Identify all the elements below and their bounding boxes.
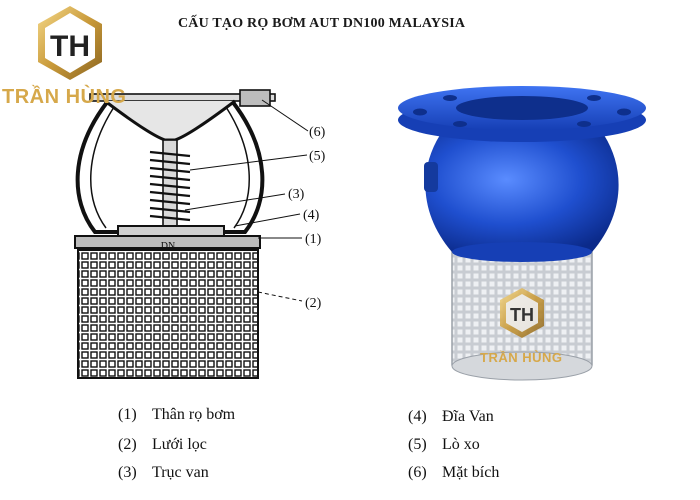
photo-body <box>425 135 619 252</box>
callout-3: (3) <box>288 187 305 202</box>
photo-watermark-monogram: TH <box>510 305 534 325</box>
brand-logo: TH <box>38 6 102 80</box>
logo-monogram: TH <box>50 30 90 63</box>
drawing-spring <box>149 150 191 222</box>
callout-5: (5) <box>309 149 326 164</box>
legend-item-6: (6)Mặt bích <box>408 464 500 481</box>
legend-item-5: (5)Lò xo <box>408 436 480 453</box>
product-photo: TH <box>398 86 646 381</box>
diagram-title: CẤU TẠO RỌ BƠM AUT DN100 MALAYSIA <box>178 16 466 31</box>
legend-item-2: (2)Lưới lọc <box>118 436 207 453</box>
drawing-disc <box>117 225 225 237</box>
callout-6: (6) <box>309 125 326 140</box>
callout-2: (2) <box>305 296 322 311</box>
legend-item-4: (4)Đĩa Van <box>408 408 494 425</box>
disc-marking: DN <box>161 241 175 252</box>
callout-1: (1) <box>305 232 322 247</box>
photo-watermark-name: TRẦN HÙNG <box>480 350 563 365</box>
legend-item-3: (3)Trục van <box>118 464 209 481</box>
drawing-screen <box>77 249 259 379</box>
callout-4: (4) <box>303 208 320 223</box>
brand-name: TRẦN HÙNG <box>2 86 127 108</box>
leader-lines <box>184 99 309 302</box>
legend-item-1: (1)Thân rọ bơm <box>118 406 236 423</box>
cross-section-drawing <box>74 89 309 379</box>
